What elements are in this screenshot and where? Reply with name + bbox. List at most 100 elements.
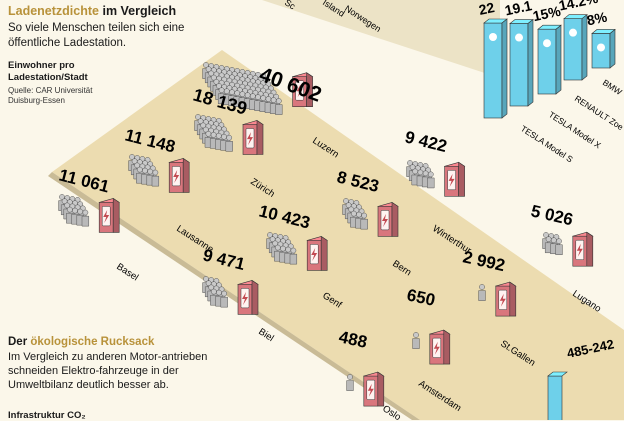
lightning-icon	[448, 173, 455, 187]
person-icon	[81, 215, 90, 227]
car-bar-front	[537, 28, 557, 95]
person-icon	[226, 134, 233, 141]
person-icon	[216, 289, 222, 296]
car-value-label: 22	[477, 0, 496, 18]
lightning-icon	[247, 132, 253, 146]
charging-station-icon	[320, 235, 328, 271]
person-icon	[72, 207, 78, 214]
person-icon	[361, 212, 368, 219]
person-icon	[275, 98, 282, 104]
person-icon	[360, 218, 368, 230]
chart-title: Ladenetzdichte im Vergleich	[8, 4, 177, 18]
person-icon	[220, 296, 228, 308]
person-icon	[346, 380, 354, 391]
person-icon	[82, 209, 89, 216]
car-logo-icon	[515, 33, 523, 42]
car-name-label: BMW	[601, 77, 624, 97]
lightning-icon	[499, 293, 506, 307]
person-icon	[244, 92, 251, 98]
person-icon	[412, 338, 420, 349]
person-icon	[275, 104, 283, 115]
lightning-icon	[382, 214, 388, 227]
car-bar: 15%	[531, 3, 563, 95]
city-name-label: Biel	[256, 326, 275, 344]
car-value-label: 15%	[531, 3, 562, 25]
person-icon	[350, 210, 357, 217]
car-bar-front	[563, 18, 583, 81]
person-icon	[285, 246, 292, 253]
person-icon	[255, 94, 261, 100]
charging-station-icon	[306, 72, 313, 107]
city-name-label: Basel	[114, 261, 140, 283]
top-strip-label: Sc	[283, 0, 298, 12]
lightning-icon	[367, 383, 374, 397]
source-note: Quelle: CAR Universität Duisburg-Essen	[8, 86, 93, 105]
charging-station-icon	[112, 197, 120, 233]
person-icon	[77, 208, 84, 215]
person-icon	[215, 132, 222, 139]
person-icon	[290, 247, 297, 254]
person-icon	[289, 253, 298, 265]
car-value-label: 8%	[585, 8, 609, 28]
car-bar: 19.1	[503, 0, 534, 107]
car-logo-icon	[543, 39, 551, 48]
person-icon	[205, 130, 212, 137]
person-icon	[147, 168, 154, 175]
charging-station-icon	[256, 119, 264, 155]
person-icon	[274, 244, 281, 251]
car-bar: 8%	[585, 8, 616, 69]
platform-edge	[48, 172, 420, 420]
lightning-icon	[433, 341, 440, 355]
person-icon	[152, 169, 159, 176]
person-icon	[221, 290, 228, 297]
person-icon	[356, 211, 362, 218]
eco-bar-front	[547, 375, 563, 420]
chart-subtitle: So viele Menschen teilen sich eine öffen…	[8, 22, 185, 49]
platform	[48, 50, 624, 420]
lightning-icon	[311, 248, 318, 261]
lightning-icon	[173, 170, 180, 183]
lightning-icon	[576, 243, 583, 257]
car-name-label: RENAULT Zoe	[573, 93, 624, 132]
platform-top	[52, 50, 624, 420]
person-icon	[545, 236, 552, 243]
charging-station-icon	[377, 371, 385, 407]
car-bar-side	[609, 28, 616, 69]
charging-station-icon	[509, 281, 517, 317]
unit-label: Einwohner pro Ladestation/Stadt	[8, 60, 88, 83]
car-bar-side	[581, 14, 588, 81]
lightning-icon	[103, 210, 110, 223]
eco-text: Im Vergleich zu anderen Motor-antrieben …	[8, 351, 208, 391]
eco-cut-text: Infrastruktur CO₂	[8, 410, 86, 421]
person-icon	[249, 93, 256, 99]
person-icon	[221, 133, 227, 140]
car-bar-side	[527, 18, 534, 107]
person-icon	[347, 374, 353, 380]
car-value-label: 19.1	[503, 0, 533, 18]
city-value-label: 5 026	[529, 201, 575, 229]
lightning-icon	[296, 84, 303, 98]
person-icon	[427, 171, 434, 178]
person-icon	[142, 167, 148, 174]
person-icon	[422, 170, 429, 177]
person-icon	[151, 175, 160, 187]
car-logo-icon	[489, 33, 497, 41]
person-icon	[555, 244, 563, 256]
person-icon	[478, 290, 486, 301]
city-value-label: 9 422	[403, 127, 449, 156]
eco-bar-top	[547, 371, 568, 377]
car-logo-icon	[597, 43, 605, 52]
charging-station-icon	[251, 279, 259, 315]
car-bar-side	[501, 18, 508, 119]
person-icon	[260, 95, 267, 101]
person-icon	[136, 166, 143, 173]
car-bar-side	[555, 24, 562, 95]
person-icon	[556, 238, 562, 245]
person-icon	[412, 168, 419, 175]
person-icon	[417, 169, 424, 176]
person-icon	[550, 237, 557, 244]
